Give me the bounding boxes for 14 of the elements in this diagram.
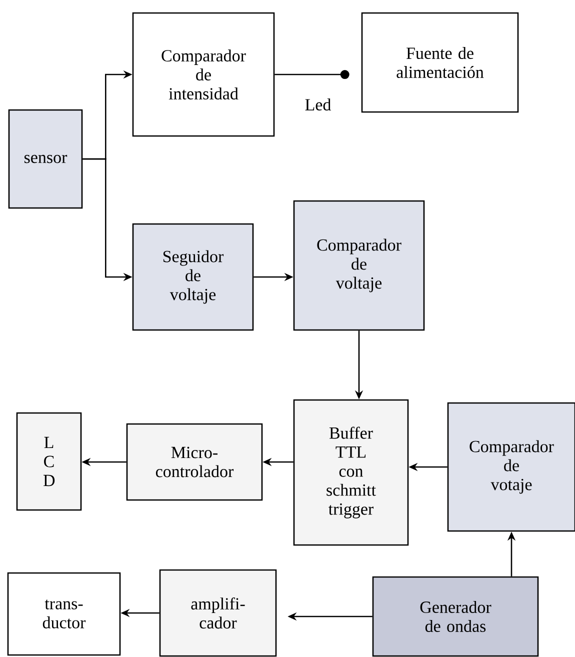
arrow bbox=[274, 70, 350, 79]
block-box: Comparador de intensidad bbox=[132, 12, 275, 137]
block-box: amplifi- cador bbox=[159, 569, 277, 657]
edge-label: Led bbox=[304, 98, 332, 112]
block-box: Comparador de voltaje bbox=[293, 200, 425, 331]
block-box: Micro- controlador bbox=[126, 423, 263, 501]
block-box: sensor bbox=[8, 109, 83, 209]
block-box: Generador de ondas bbox=[372, 576, 539, 657]
block-box: Seguidor de voltaje bbox=[132, 223, 254, 331]
block-box: Buffer TTL con schmitt trigger bbox=[293, 399, 409, 546]
block-box: trans- ductor bbox=[7, 572, 121, 656]
block-box: L C D bbox=[16, 412, 82, 511]
block-box: Fuente de alimentación bbox=[361, 12, 519, 113]
block-box: Comparador de votaje bbox=[447, 402, 575, 532]
